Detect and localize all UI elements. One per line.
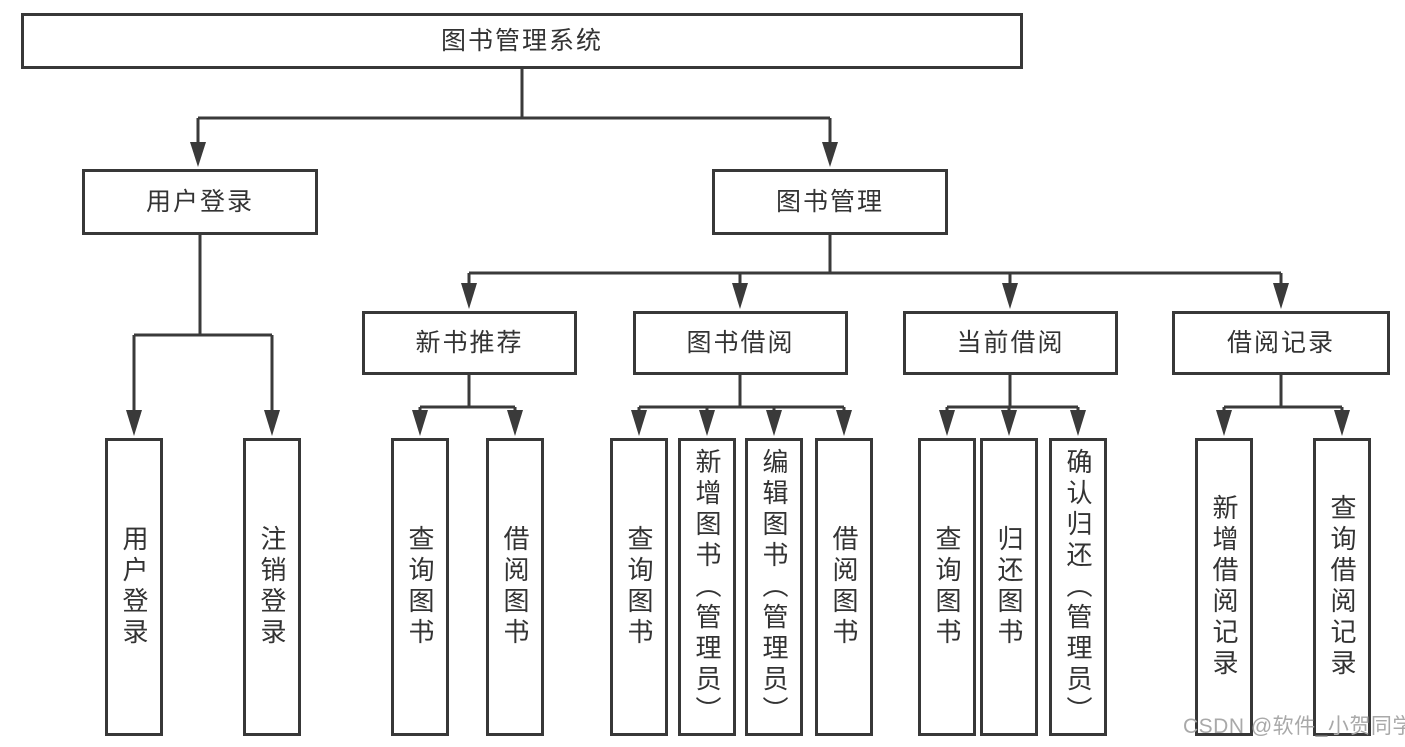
node-new-book-recommend-label: 新书推荐 bbox=[415, 328, 524, 357]
leaf-query-books-2-label: 查询图书 bbox=[624, 525, 654, 649]
leaf-return-book-label: 归还图书 bbox=[994, 525, 1024, 649]
node-borrow-records: 借阅记录 bbox=[1172, 311, 1390, 375]
node-new-book-recommend: 新书推荐 bbox=[362, 311, 577, 375]
leaf-borrow-books-1-label: 借阅图书 bbox=[500, 525, 530, 649]
node-root: 图书管理系统 bbox=[21, 13, 1023, 69]
leaf-add-book-admin: 新增图书（管理员） bbox=[678, 438, 736, 736]
node-current-borrow-label: 当前借阅 bbox=[956, 328, 1065, 357]
node-user-login: 用户登录 bbox=[82, 169, 318, 235]
leaf-query-borrow-record: 查询借阅记录 bbox=[1313, 438, 1371, 736]
leaf-confirm-return-admin: 确认归还（管理员） bbox=[1049, 438, 1107, 736]
leaf-logout-label: 注销登录 bbox=[257, 525, 287, 649]
node-user-login-label: 用户登录 bbox=[145, 187, 254, 216]
leaf-return-book: 归还图书 bbox=[980, 438, 1038, 736]
leaf-edit-book-admin: 编辑图书（管理员） bbox=[745, 438, 803, 736]
arrowheads bbox=[126, 142, 1350, 436]
node-borrow-records-label: 借阅记录 bbox=[1226, 328, 1335, 357]
leaf-user-login: 用户登录 bbox=[105, 438, 163, 736]
watermark: CSDN @软件_小贺同学 bbox=[1183, 715, 1405, 738]
leaf-borrow-books-2: 借阅图书 bbox=[815, 438, 873, 736]
leaf-edit-book-admin-label: 编辑图书（管理员） bbox=[759, 447, 789, 727]
node-book-management: 图书管理 bbox=[712, 169, 948, 235]
leaf-add-borrow-record: 新增借阅记录 bbox=[1195, 438, 1253, 736]
node-book-management-label: 图书管理 bbox=[775, 187, 884, 216]
leaf-query-books-1: 查询图书 bbox=[391, 438, 449, 736]
leaf-query-books-1-label: 查询图书 bbox=[405, 525, 435, 649]
leaf-query-borrow-record-label: 查询借阅记录 bbox=[1327, 494, 1357, 680]
leaf-confirm-return-admin-label: 确认归还（管理员） bbox=[1063, 447, 1093, 727]
leaf-logout: 注销登录 bbox=[243, 438, 301, 736]
node-book-borrow-label: 图书借阅 bbox=[686, 328, 795, 357]
leaf-query-books-3-label: 查询图书 bbox=[932, 525, 962, 649]
leaf-add-borrow-record-label: 新增借阅记录 bbox=[1209, 494, 1239, 680]
node-book-borrow: 图书借阅 bbox=[633, 311, 848, 375]
node-current-borrow: 当前借阅 bbox=[903, 311, 1118, 375]
leaf-add-book-admin-label: 新增图书（管理员） bbox=[692, 447, 722, 727]
leaf-query-books-2: 查询图书 bbox=[610, 438, 668, 736]
leaf-query-books-3: 查询图书 bbox=[918, 438, 976, 736]
leaf-borrow-books-2-label: 借阅图书 bbox=[829, 525, 859, 649]
leaf-borrow-books-1: 借阅图书 bbox=[486, 438, 544, 736]
node-root-label: 图书管理系统 bbox=[440, 26, 603, 55]
leaf-user-login-label: 用户登录 bbox=[119, 525, 149, 649]
